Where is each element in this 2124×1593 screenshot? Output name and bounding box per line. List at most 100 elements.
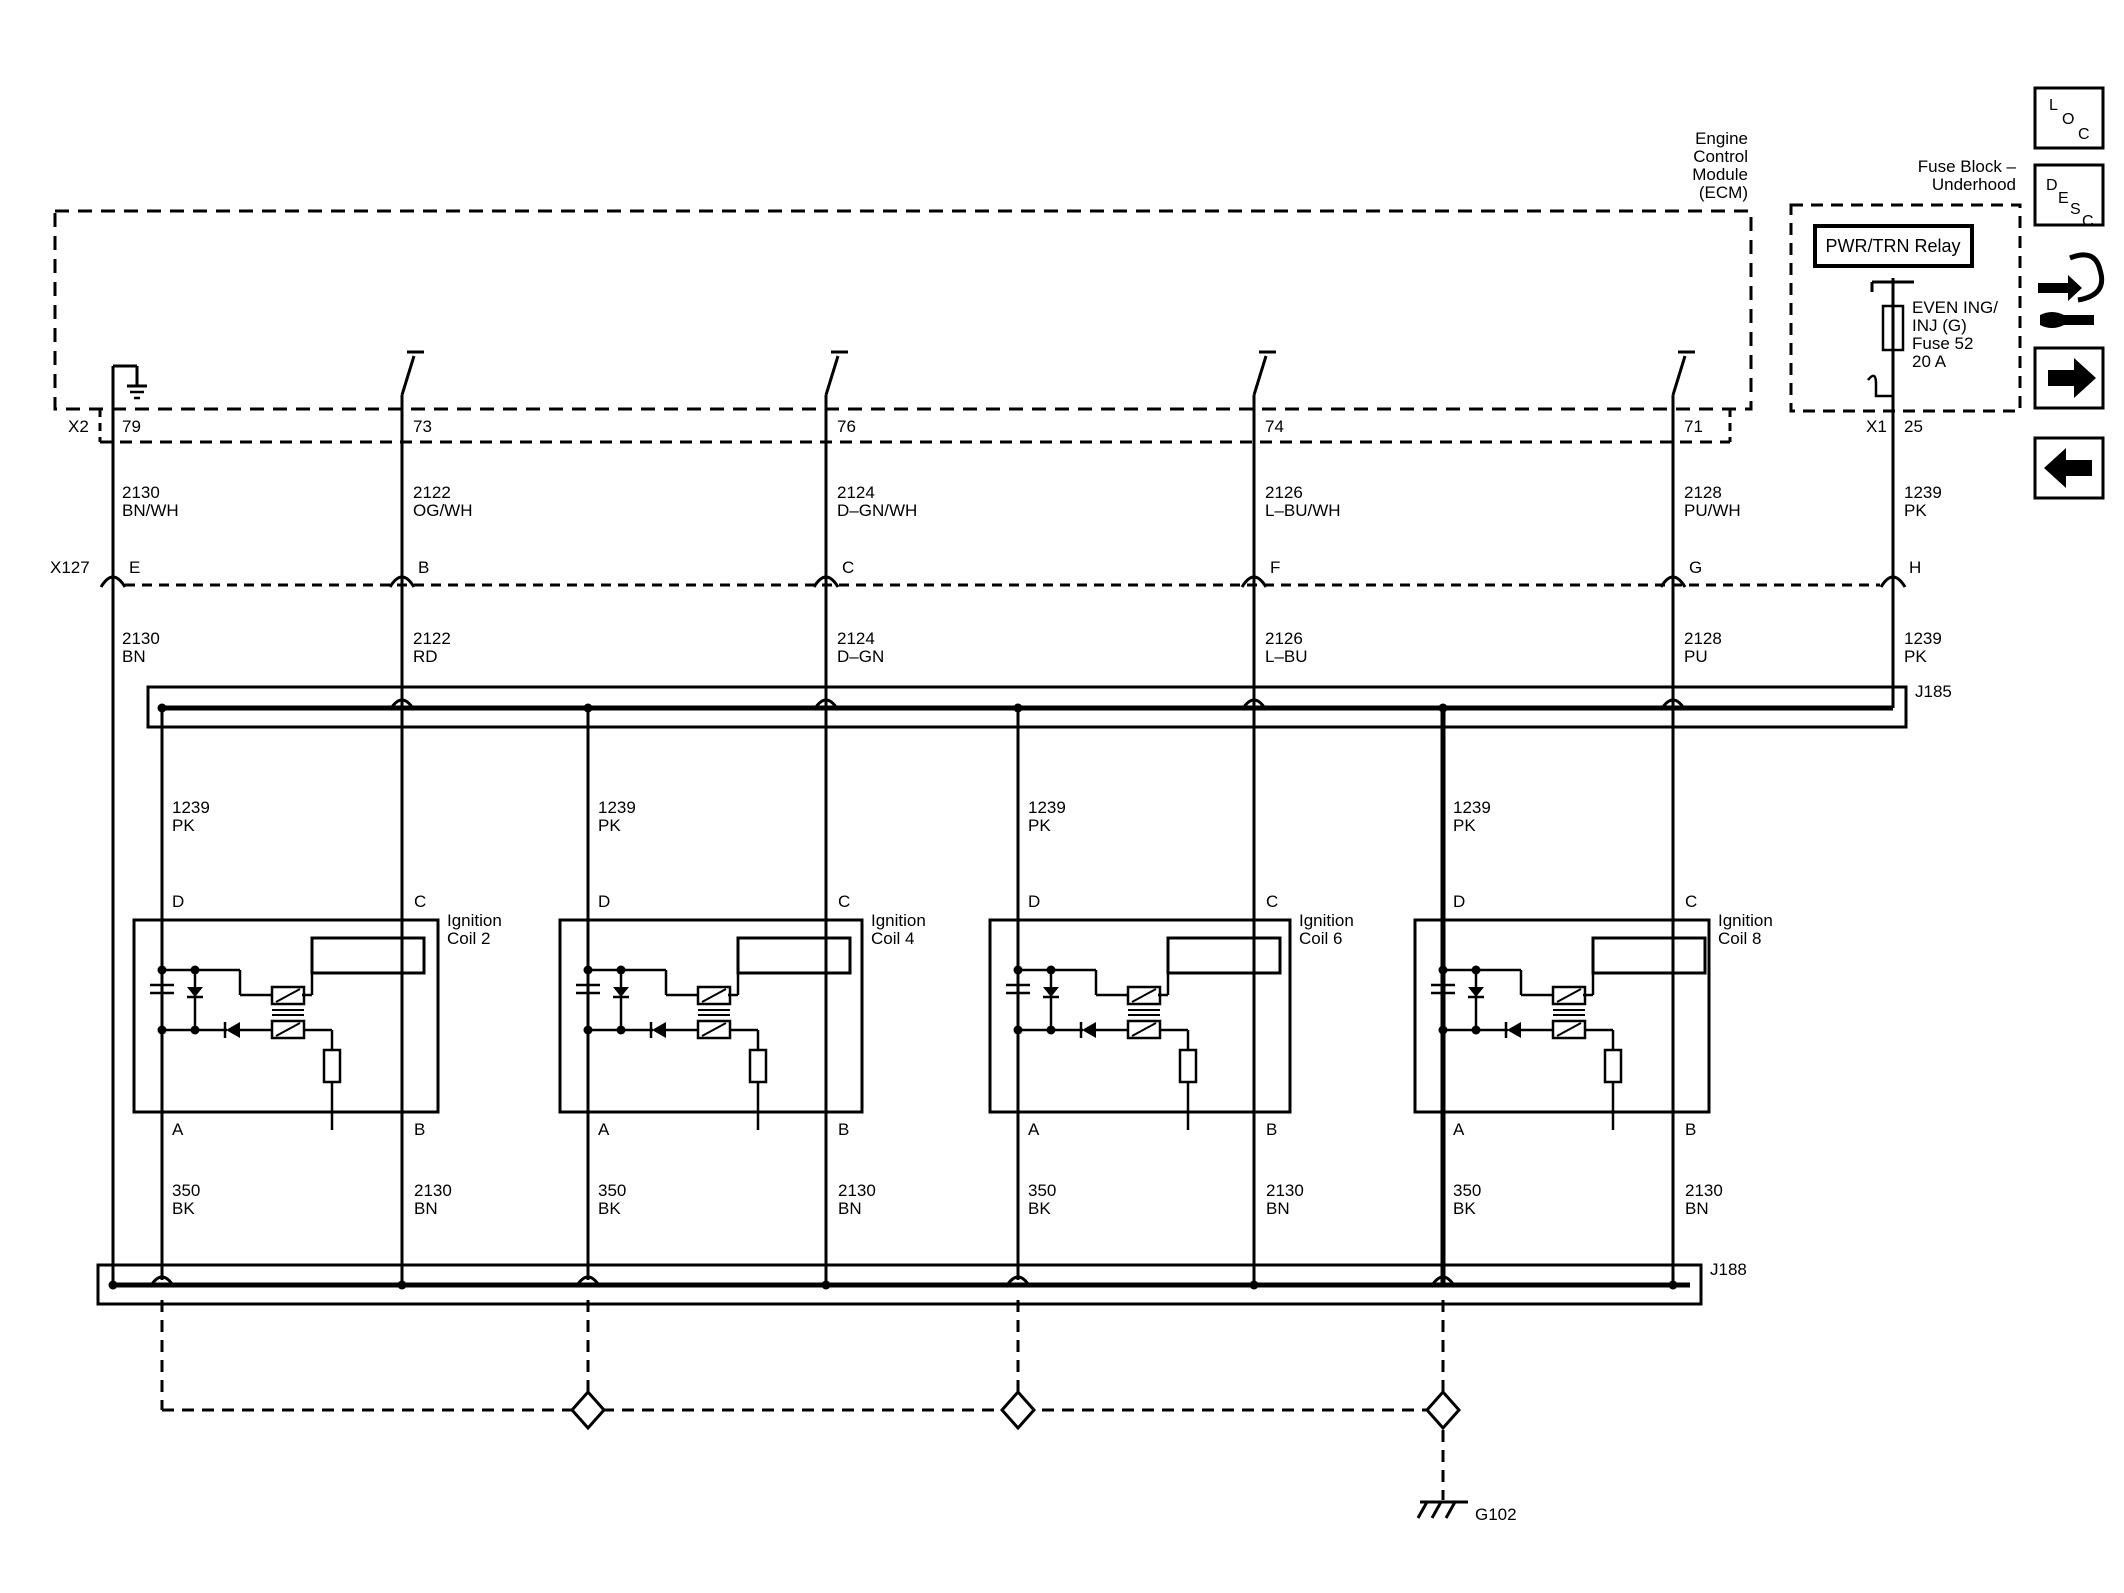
x127-pin-g [1659, 575, 1687, 588]
j188-splice-dot [397, 1280, 407, 1290]
fuse-52-label: EVEN ING/ [1912, 298, 1998, 317]
ignition-coil-8-junction [1471, 965, 1481, 975]
ignition-coil-6-box [988, 918, 1292, 1114]
circuit-label-lower: 2130 [122, 629, 160, 648]
ignition-coil-4-pin-label: D [598, 892, 610, 911]
wire-crossover [1240, 698, 1268, 711]
fuse-52-label: Fuse 52 [1912, 334, 1973, 353]
ignition-coil-6-name: Coil 6 [1299, 929, 1342, 948]
wire-crossover [388, 698, 416, 711]
ignition-coil-4-name: Coil 4 [871, 929, 914, 948]
ecm-driver-switch-icon [1671, 355, 1687, 396]
connector-view-button[interactable] [2038, 252, 2105, 328]
ignition-coil-4-pin-label: B [838, 1120, 849, 1139]
circuit-label-lower: D–GN [837, 647, 884, 666]
g102-label: G102 [1475, 1505, 1517, 1524]
ignition-coil-6-secondary-winding-icon [1131, 1022, 1157, 1037]
ignition-coil-6-diode-icon [1043, 987, 1059, 997]
ignition-coil-2-pin-label: C [414, 892, 426, 911]
ignition-coil-4-secondary-winding-icon [701, 1022, 727, 1037]
ecm-label: Module [1692, 165, 1748, 184]
ignition-coil-8-name: Coil 8 [1718, 929, 1761, 948]
ignition-coil-6-ground-label: 350 [1028, 1181, 1056, 1200]
ground-splice-diamond-icon [999, 1389, 1037, 1431]
circuit-label-lower: 2126 [1265, 629, 1303, 648]
previous-arrow-icon [2044, 448, 2092, 488]
j188-splice-dot [821, 1280, 831, 1290]
ignition-coil-8-feed-label: 1239 [1453, 798, 1491, 817]
ignition-coil-6-junction [1013, 1025, 1023, 1035]
ignition-coil-4-pin-label: C [838, 892, 850, 911]
next-button[interactable] [2033, 346, 2105, 410]
ecm-outline [53, 209, 1753, 411]
ignition-coil-2-primary-winding-icon [270, 985, 306, 1006]
wire-crossover [1659, 698, 1687, 711]
pwr-trn-relay-label: PWR/TRN Relay [1825, 236, 1960, 256]
ignition-coil-6-feed-label: PK [1028, 816, 1051, 835]
x127-cavity-F: F [1270, 558, 1280, 577]
fuse-52-label: 20 A [1912, 352, 1947, 371]
ignition-coil-4-name: Ignition [871, 911, 926, 930]
wire-crossover [812, 698, 840, 711]
x127-cavity-G: G [1689, 558, 1702, 577]
ignition-coil-2-junction [190, 965, 200, 975]
x127-pin-h [1879, 575, 1907, 588]
circuit-label-lower: L–BU [1265, 647, 1308, 666]
ignition-coil-4-resistor-icon [748, 1048, 768, 1084]
j185-splice-dot [583, 703, 593, 713]
ignition-coil-2-pin-label: D [172, 892, 184, 911]
ignition-coil-4-driver-module [736, 936, 852, 975]
x127-cavity-H: H [1909, 558, 1921, 577]
circuit-label-lower: 2124 [837, 629, 875, 648]
ignition-coil-6-return-label: BN [1266, 1199, 1290, 1218]
ignition-coil-2-secondary-winding-icon [275, 1022, 301, 1037]
circuit-label-lower: 2122 [413, 629, 451, 648]
ignition-coil-8-junction [1438, 965, 1448, 975]
circuit-label-upper: 2128 [1684, 483, 1722, 502]
wire-crossover [1004, 1275, 1032, 1288]
ignition-coil-4-ground-label: 350 [598, 1181, 626, 1200]
ignition-coil-6-pin-label: C [1266, 892, 1278, 911]
loc-button[interactable]: LOC [2033, 86, 2105, 150]
ecm-connector-label: X2 [68, 417, 89, 436]
diagram-lines [53, 203, 2022, 1519]
circuit-label-upper: PK [1904, 501, 1927, 520]
previous-button[interactable] [2033, 436, 2105, 500]
ecm-label: Engine [1695, 129, 1748, 148]
desc-letter: D [2046, 177, 2058, 194]
ignition-coil-2-box [132, 918, 440, 1114]
ignition-coil-4-return-label: 2130 [838, 1181, 876, 1200]
ignition-coil-6-ground-label: BK [1028, 1199, 1051, 1218]
ignition-coil-8-resistor-icon [1603, 1048, 1623, 1084]
x127-pin-c [812, 575, 840, 588]
circuit-label-upper: D–GN/WH [837, 501, 917, 520]
ignition-coil-2-ground-label: BK [172, 1199, 195, 1218]
ignition-coil-8-box [1413, 918, 1711, 1114]
connector-icon [2040, 312, 2094, 328]
j188-splice-dot [1249, 1280, 1259, 1290]
ignition-coil-8-pin-label: B [1685, 1120, 1696, 1139]
ignition-coil-2-primary-winding-icon [275, 988, 301, 1003]
loc-letter: O [2062, 111, 2074, 128]
ignition-coil-2-feed-label: PK [172, 816, 195, 835]
ignition-coil-8-pin-label: D [1453, 892, 1465, 911]
fuse-block-label: Fuse Block – [1918, 157, 2017, 176]
desc-button-frame [2033, 163, 2105, 227]
ignition-coil-2-driver-module [310, 936, 426, 975]
ignition-coil-4-return-label: BN [838, 1199, 862, 1218]
ignition-coil-2-pin-label: B [414, 1120, 425, 1139]
wire-crossover [148, 1275, 176, 1288]
j185-splice-dot [157, 703, 167, 713]
ignition-coil-2-ground-label: 350 [172, 1181, 200, 1200]
ignition-coil-2-name: Coil 2 [447, 929, 490, 948]
ignition-coil-8-name: Ignition [1718, 911, 1773, 930]
desc-letter: C [2082, 213, 2094, 230]
ignition-coil-4-ground-label: BK [598, 1199, 621, 1218]
wire-crossover [574, 1275, 602, 1288]
ecm-pin-73: 73 [413, 417, 432, 436]
ignition-coil-4-box [558, 918, 864, 1114]
diagram-components [99, 350, 1907, 1431]
ignition-coil-2-resistor-icon [322, 1048, 342, 1084]
